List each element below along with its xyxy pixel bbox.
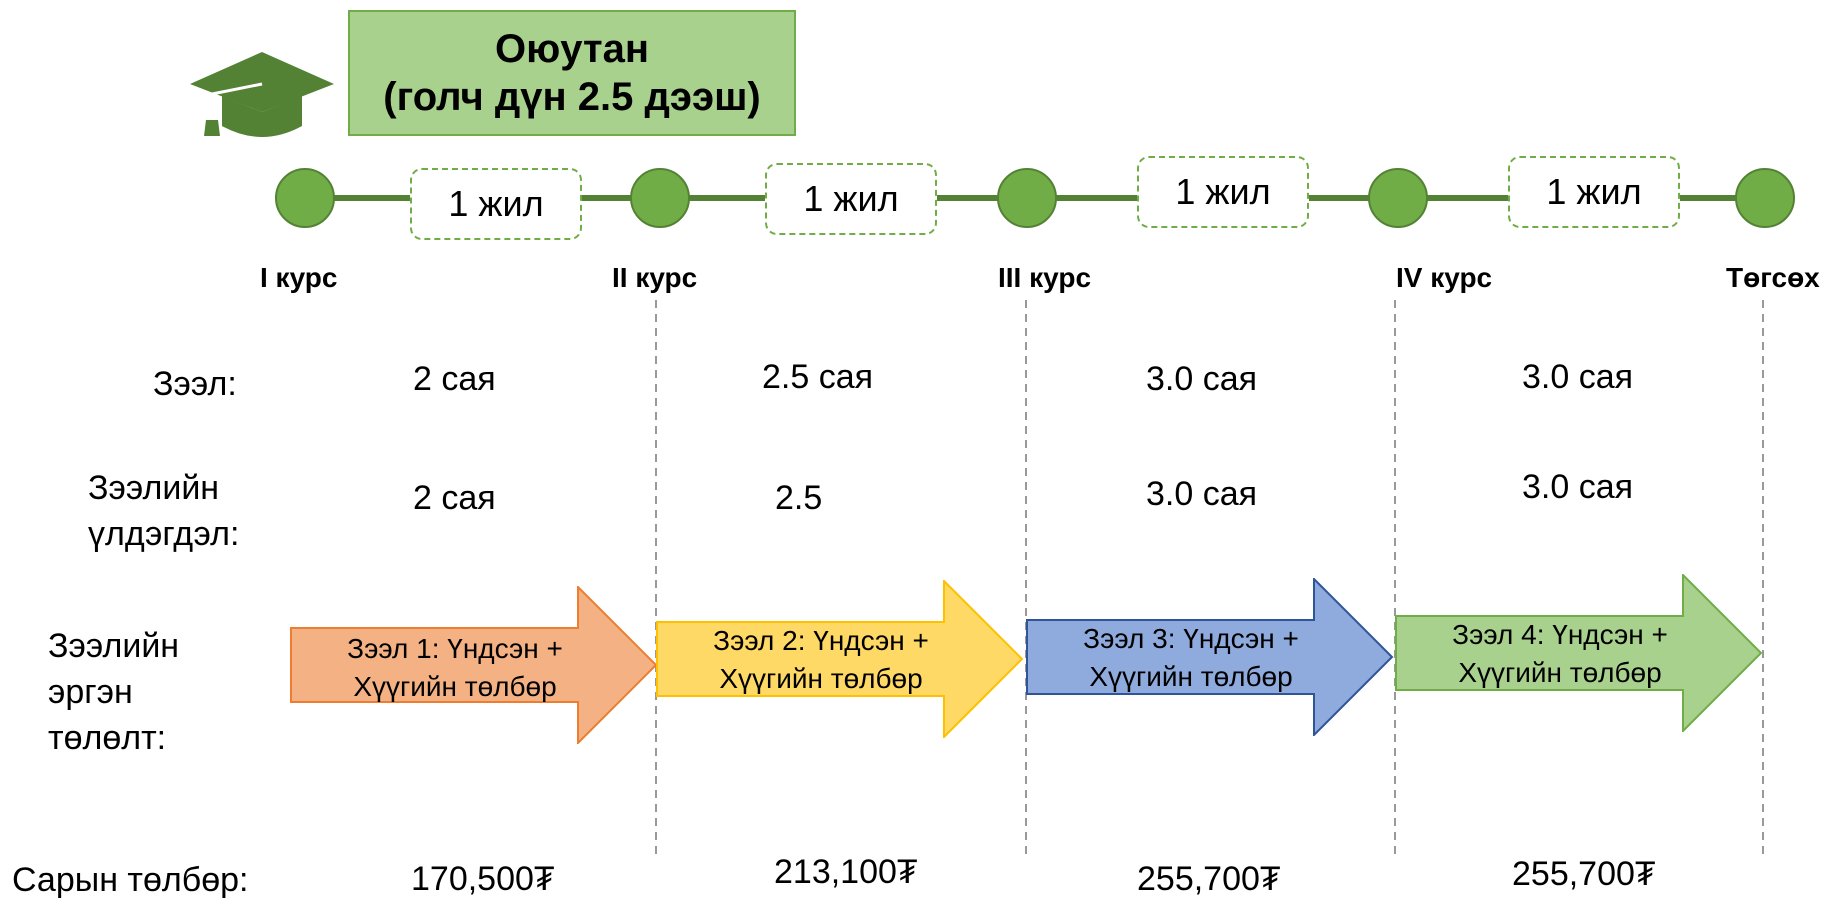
loan-value-3: 3.0 сая (1146, 360, 1258, 398)
repayment-arrow-4: Зээл 4: Үндсэн + Хүүгийн төлбөр (1395, 574, 1763, 732)
stage-label-2: II курс (612, 262, 698, 293)
milestone-5 (1735, 168, 1795, 228)
stage-label-3: III курс (998, 262, 1092, 293)
monthly-value-3: 255,700₮ (1137, 860, 1281, 898)
repayment-row-label: Зээлийн эргэн төлөлт: (48, 624, 179, 762)
milestone-3 (997, 168, 1057, 228)
balance-value-2: 2.5 (775, 479, 823, 517)
loan-row-label: Зээл: (153, 365, 237, 403)
title-line-2: (голч дүн 2.5 дээш) (383, 75, 761, 119)
arrow-3-line-2: Хүүгийн төлбөр (1089, 660, 1293, 692)
arrow-2-line-1: Зээл 2: Үндсэн + (713, 625, 929, 656)
loan-value-1: 2 сая (413, 360, 496, 398)
monthly-value-4: 255,700₮ (1512, 855, 1656, 893)
stage-label-4: IV курс (1396, 262, 1493, 293)
arrow-1-line-1: Зээл 1: Үндсэн + (347, 633, 563, 664)
balance-label-line-1: Зээлийн (88, 469, 220, 507)
graduation-cap-icon (190, 52, 334, 137)
arrow-shape-1 (290, 586, 658, 744)
arrow-text-3: Зээл 3: Үндсэн + Хүүгийн төлбөр (1026, 620, 1356, 696)
arrow-text-1: Зээл 1: Үндсэн + Хүүгийн төлбөр (290, 630, 620, 706)
arrow-2-line-2: Хүүгийн төлбөр (719, 662, 923, 694)
title-line-1: Оюутан (494, 27, 649, 71)
monthly-value-2: 213,100₮ (774, 853, 918, 891)
balance-row-label: Зээлийн үлдэгдэл: (88, 466, 239, 558)
balance-value-1: 2 сая (413, 479, 496, 517)
stage-label-1: I курс (260, 262, 338, 293)
stage-label-5: Төгсөх (1726, 262, 1820, 293)
duration-box-4: 1 жил (1508, 156, 1680, 228)
repayment-label-line-2: эргэн (48, 672, 133, 711)
arrow-1-line-2: Хүүгийн төлбөр (353, 670, 557, 702)
balance-label-line-2: үлдэгдэл: (88, 514, 240, 553)
repayment-arrow-3: Зээл 3: Үндсэн + Хүүгийн төлбөр (1026, 578, 1394, 736)
arrow-shape-4 (1395, 574, 1763, 732)
monthly-value-1: 170,500₮ (411, 860, 555, 898)
arrow-text-4: Зээл 4: Үндсэн + Хүүгийн төлбөр (1395, 616, 1725, 692)
duration-box-3: 1 жил (1137, 156, 1309, 228)
arrow-4-line-2: Хүүгийн төлбөр (1458, 656, 1662, 688)
balance-value-4: 3.0 сая (1522, 468, 1634, 506)
arrow-shape-2 (656, 580, 1024, 738)
milestone-1 (275, 168, 335, 228)
duration-box-2: 1 жил (765, 163, 937, 235)
loan-value-4: 3.0 сая (1522, 358, 1634, 396)
repayment-arrow-1: Зээл 1: Үндсэн + Хүүгийн төлбөр (290, 586, 658, 744)
balance-value-3: 3.0 сая (1146, 475, 1258, 513)
arrow-shape-3 (1026, 578, 1394, 736)
monthly-row-label: Сарын төлбөр: (12, 861, 249, 899)
title-box: Оюутан (голч дүн 2.5 дээш) (348, 10, 796, 136)
loan-value-2: 2.5 сая (762, 358, 874, 396)
repayment-arrow-2: Зээл 2: Үндсэн + Хүүгийн төлбөр (656, 580, 1024, 738)
arrow-4-line-1: Зээл 4: Үндсэн + (1452, 619, 1668, 650)
milestone-4 (1368, 168, 1428, 228)
arrow-text-2: Зээл 2: Үндсэн + Хүүгийн төлбөр (656, 622, 986, 698)
milestone-2 (630, 168, 690, 228)
repayment-label-line-3: төлөлт: (48, 718, 167, 757)
repayment-label-line-1: Зээлийн (48, 627, 180, 665)
arrow-3-line-1: Зээл 3: Үндсэн + (1083, 623, 1299, 654)
duration-box-1: 1 жил (410, 168, 582, 240)
